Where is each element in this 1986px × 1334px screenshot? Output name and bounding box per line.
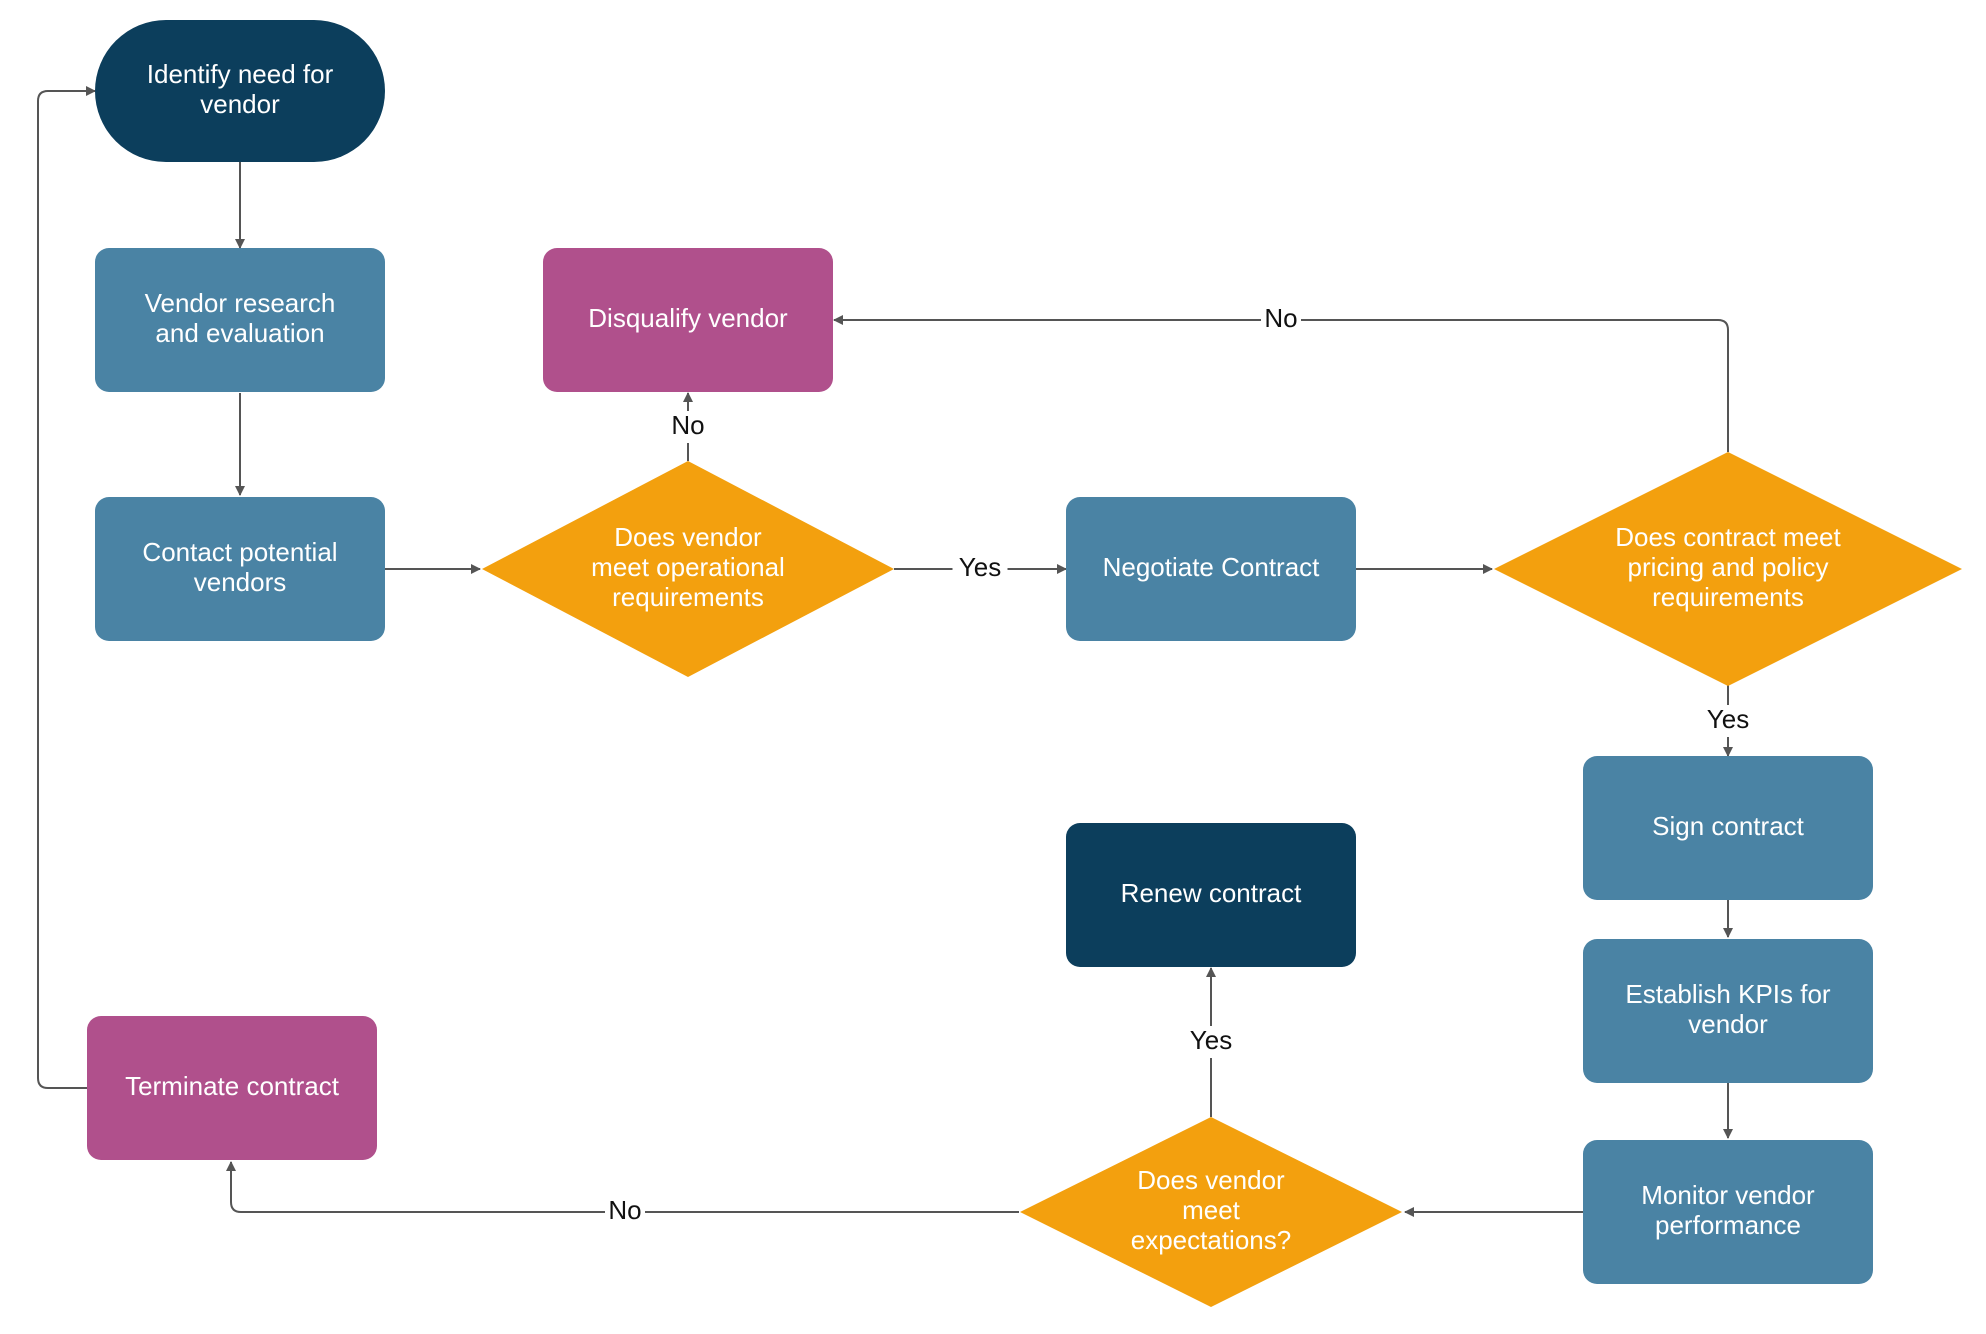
edge-label-text: No [608, 1195, 641, 1225]
edge-label-text: Yes [959, 552, 1001, 582]
edge-label-background [1183, 1026, 1239, 1058]
process-box [543, 248, 833, 392]
edge-label-text: No [1264, 303, 1297, 333]
node-label-line: pricing and policy [1628, 552, 1829, 582]
node-label-line: Does vendor [1137, 1165, 1285, 1195]
edge-label-operational-to-disqualify: No [668, 410, 708, 443]
node-label-line: vendor [200, 89, 280, 119]
node-label-line: Identify need for [147, 59, 334, 89]
process-box [1583, 1140, 1873, 1284]
edge-label-expectations-to-renew: Yes [1183, 1025, 1239, 1058]
decision-diamond [482, 461, 894, 677]
process-box [87, 1016, 377, 1160]
decision-diamond [1494, 452, 1962, 686]
edge-label-operational-to-negotiate: Yes [952, 552, 1008, 585]
edge-label-background [605, 1196, 645, 1228]
node-label-line: Negotiate Contract [1103, 552, 1321, 582]
node-label: Renew contract [1121, 878, 1302, 908]
node-negotiate: Negotiate Contract [1066, 497, 1356, 641]
edge-label-text: No [671, 410, 704, 440]
node-label-line: vendor [1688, 1009, 1768, 1039]
node-label-line: meet [1182, 1195, 1241, 1225]
process-box [1066, 497, 1356, 641]
node-label-line: Disqualify vendor [588, 303, 788, 333]
node-label-line: Vendor research [145, 288, 336, 318]
edge-terminate-to-identify [37, 86, 96, 1089]
edge-label-pricing-to-disqualify: No [1261, 303, 1301, 336]
decision-diamond [1020, 1117, 1402, 1307]
process-box [1583, 756, 1873, 900]
connectors [37, 86, 1733, 1217]
edge-label-background [952, 553, 1008, 585]
node-label-line: Monitor vendor [1641, 1180, 1815, 1210]
node-disqualify: Disqualify vendor [543, 248, 833, 392]
node-label: Disqualify vendor [588, 303, 788, 333]
terminal-shape [95, 20, 385, 162]
node-sign: Sign contract [1583, 756, 1873, 900]
edge-label-background [668, 411, 708, 443]
edge-label-text: Yes [1190, 1025, 1232, 1055]
node-label-line: Terminate contract [125, 1071, 340, 1101]
node-label-line: expectations? [1131, 1225, 1291, 1255]
node-label: Negotiate Contract [1103, 552, 1321, 582]
node-label-line: Does vendor [614, 522, 762, 552]
node-renew: Renew contract [1066, 823, 1356, 967]
node-label-line: Renew contract [1121, 878, 1302, 908]
node-label-line: and evaluation [155, 318, 324, 348]
node-label-line: requirements [1652, 582, 1804, 612]
edge-label-pricing-to-sign: Yes [1700, 704, 1756, 737]
node-label-line: requirements [612, 582, 764, 612]
node-terminate: Terminate contract [87, 1016, 377, 1160]
edge-pricing-to-disqualify [833, 315, 1729, 452]
edge-label-background [1700, 705, 1756, 737]
node-label: Terminate contract [125, 1071, 340, 1101]
node-label-line: Does contract meet [1615, 522, 1841, 552]
node-label-line: Contact potential [142, 537, 337, 567]
node-label-line: vendors [194, 567, 287, 597]
edge-label-background [1261, 304, 1301, 336]
node-label: Sign contract [1652, 811, 1805, 841]
node-label-line: Sign contract [1652, 811, 1805, 841]
process-box [1066, 823, 1356, 967]
edge-expectations-to-terminate [226, 1161, 1019, 1213]
process-box [95, 497, 385, 641]
process-box [95, 248, 385, 392]
edge-label-expectations-to-terminate: No [605, 1195, 645, 1228]
node-label-line: Establish KPIs for [1625, 979, 1831, 1009]
node-label-line: meet operational [591, 552, 785, 582]
edge-label-text: Yes [1707, 704, 1749, 734]
node-label-line: performance [1655, 1210, 1801, 1240]
process-box [1583, 939, 1873, 1083]
